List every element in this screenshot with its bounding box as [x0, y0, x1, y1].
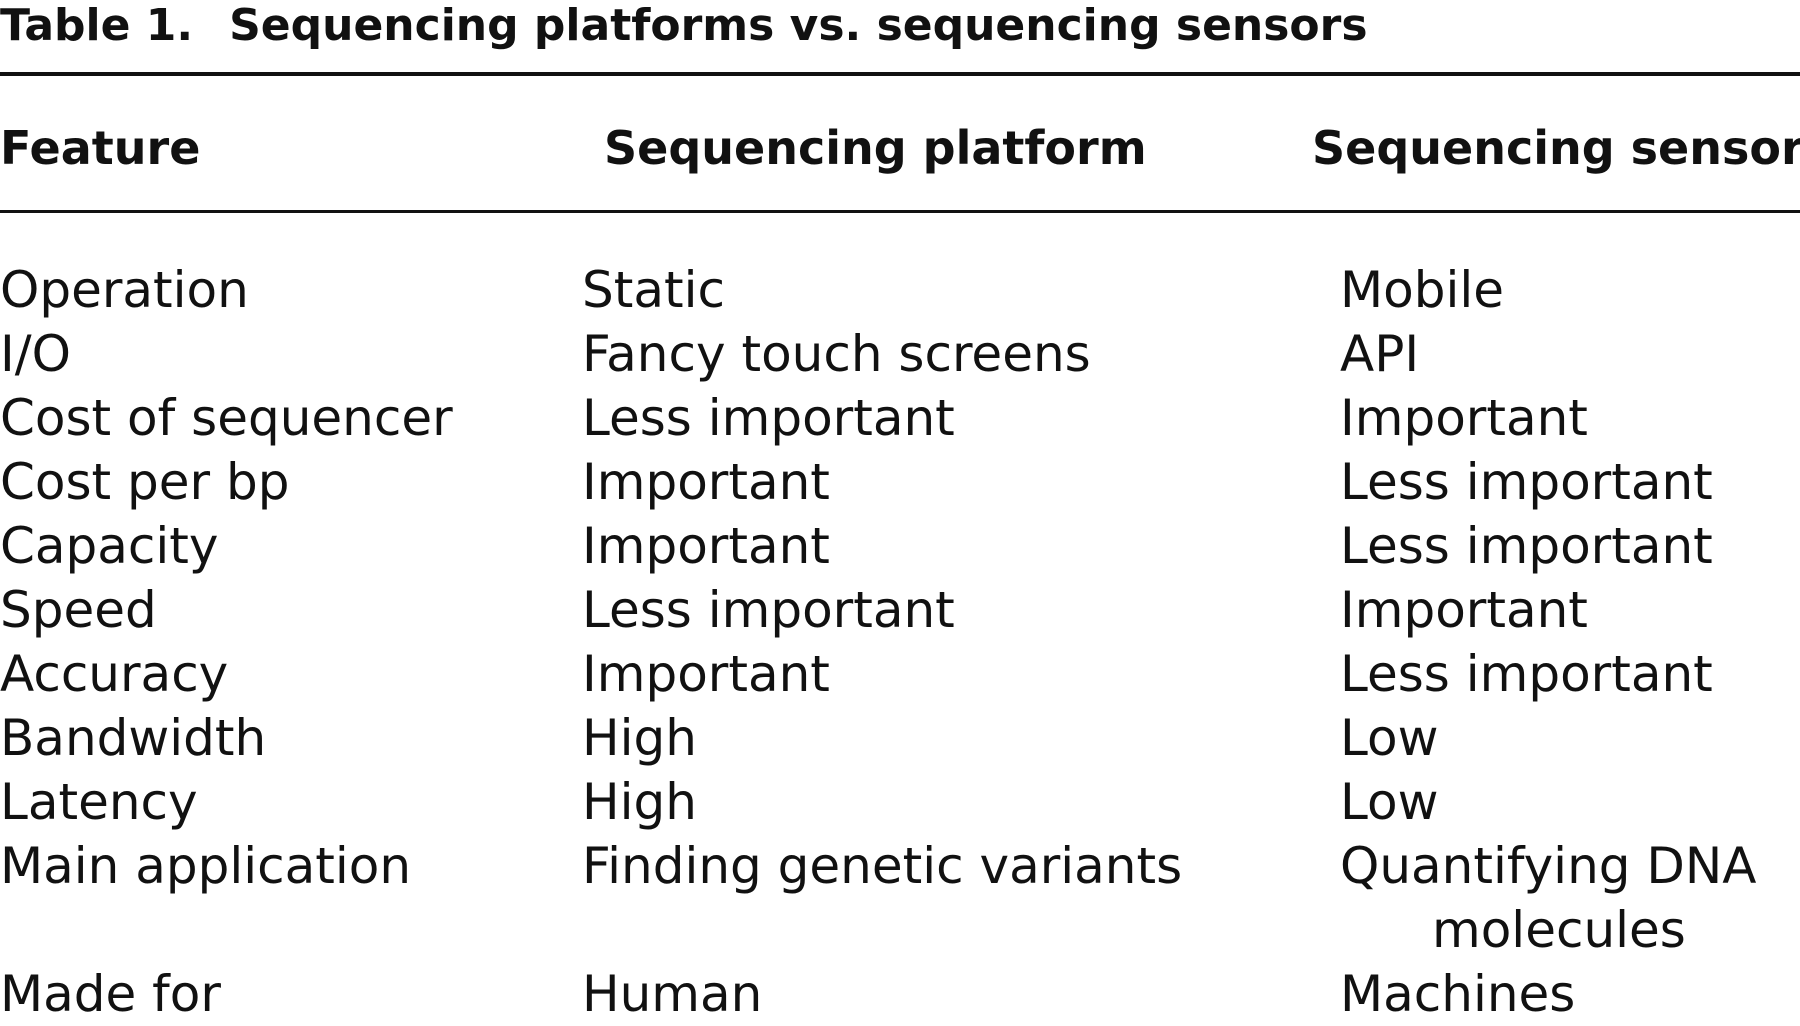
platform-cell: Human	[582, 965, 763, 1023]
column-header-sequencing-sensor: Sequencing sensor	[1312, 121, 1800, 175]
table-number: Table 1.	[0, 0, 194, 51]
sensor-cell: Less important	[1340, 517, 1713, 575]
sensor-cell: API	[1340, 325, 1420, 383]
platform-cell: High	[582, 773, 697, 831]
platform-cell: Finding genetic variants	[582, 837, 1183, 895]
sensor-cell: Important	[1340, 389, 1588, 447]
table-row: Cost of sequencer Less important Importa…	[0, 386, 1800, 450]
sensor-cell: Quantifying DNA molecules	[1340, 834, 1780, 962]
platform-cell: Less important	[582, 581, 955, 639]
feature-cell: Latency	[0, 773, 198, 831]
column-header-feature: Feature	[0, 121, 201, 175]
platform-cell: Less important	[582, 389, 955, 447]
table-row: Made for Human Machines	[0, 962, 1800, 1026]
sensor-cell: Machines	[1340, 965, 1576, 1023]
table-body: Operation Static Mobile I/O Fancy touch …	[0, 258, 1800, 1026]
sensor-cell: Important	[1340, 581, 1588, 639]
feature-cell: Cost per bp	[0, 453, 290, 511]
feature-cell: I/O	[0, 325, 71, 383]
feature-cell: Made for	[0, 965, 221, 1023]
table-row: Operation Static Mobile	[0, 258, 1800, 322]
table-row: I/O Fancy touch screens API	[0, 322, 1800, 386]
sensor-cell: Less important	[1340, 645, 1713, 703]
platform-cell: High	[582, 709, 697, 767]
platform-cell: Important	[582, 517, 830, 575]
sensor-cell: Less important	[1340, 453, 1713, 511]
feature-cell: Operation	[0, 261, 249, 319]
table-row: Cost per bp Important Less important	[0, 450, 1800, 514]
feature-cell: Speed	[0, 581, 157, 639]
feature-cell: Capacity	[0, 517, 219, 575]
table-header-rule	[0, 210, 1800, 213]
platform-cell: Important	[582, 645, 830, 703]
sensor-cell: Low	[1340, 773, 1439, 831]
feature-cell: Bandwidth	[0, 709, 267, 767]
sensor-cell-line: molecules	[1432, 901, 1686, 959]
platform-cell: Fancy touch screens	[582, 325, 1091, 383]
table-row: Accuracy Important Less important	[0, 642, 1800, 706]
column-header-sequencing-platform: Sequencing platform	[604, 121, 1147, 175]
sensor-cell-line: Quantifying DNA	[1340, 837, 1757, 895]
platform-cell: Static	[582, 261, 725, 319]
table-top-rule	[0, 72, 1800, 76]
feature-cell: Cost of sequencer	[0, 389, 453, 447]
table-row: Capacity Important Less important	[0, 514, 1800, 578]
table-row: Latency High Low	[0, 770, 1800, 834]
feature-cell: Accuracy	[0, 645, 229, 703]
table-row: Speed Less important Important	[0, 578, 1800, 642]
sensor-cell: Low	[1340, 709, 1439, 767]
table-caption: Table 1. Sequencing platforms vs. sequenc…	[0, 2, 1368, 50]
table-row: Bandwidth High Low	[0, 706, 1800, 770]
feature-cell: Main application	[0, 837, 412, 895]
table-row: Main application Finding genetic variant…	[0, 834, 1800, 962]
table-title: Sequencing platforms vs. sequencing sens…	[229, 0, 1368, 51]
sensor-cell: Mobile	[1340, 261, 1505, 319]
platform-cell: Important	[582, 453, 830, 511]
